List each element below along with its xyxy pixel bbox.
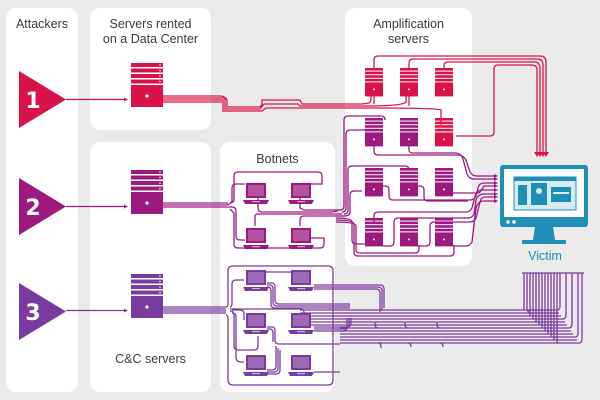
arrowhead-icon	[543, 152, 549, 157]
arrowhead-icon	[494, 199, 498, 203]
attacker-1: 1	[19, 71, 66, 128]
data-center-heading: Servers rented on a Data Center	[90, 17, 211, 47]
cc-servers-heading: C&C servers	[115, 352, 186, 366]
arrowhead-icon	[494, 184, 498, 188]
amplification-heading: Amplification servers	[345, 17, 472, 47]
arrowhead-icon	[494, 177, 498, 181]
amp-server-icon	[435, 68, 453, 97]
botnet-laptop-icon	[288, 313, 314, 334]
victim-label: Victim	[528, 249, 562, 263]
attacker-2-number: 2	[25, 196, 40, 221]
amp-server-icon	[365, 218, 383, 247]
amp-server-icon	[400, 168, 418, 197]
cc-server-3-icon	[131, 274, 163, 318]
arrowhead-icon	[494, 192, 498, 196]
arrowhead-icon	[494, 188, 498, 192]
attacker-1-number: 1	[25, 89, 40, 114]
amp-server-icon	[365, 118, 383, 147]
attacker-2-arrowhead-icon	[124, 204, 128, 209]
attacker-3-number: 3	[25, 301, 40, 326]
attacker-3-triangle-icon	[19, 283, 66, 340]
data-center-heading-line2: on a Data Center	[102, 32, 199, 46]
amplification-heading-line2: servers	[388, 32, 429, 46]
data-center-heading-line1: Servers rented	[109, 17, 192, 31]
rented-server-icon	[131, 63, 163, 107]
amp-server-icon	[435, 218, 453, 247]
attacker-1-arrowhead-icon	[124, 97, 128, 102]
amp-server-icon	[400, 218, 418, 247]
botnet-laptop-icon	[288, 183, 314, 204]
route-1-lines	[163, 55, 547, 152]
amp-server-icon	[365, 68, 383, 97]
botnet-laptop-icon	[243, 270, 269, 291]
botnet-laptop-icon	[243, 183, 269, 204]
botnet-laptop-icon	[288, 228, 314, 249]
amp-server-icon	[400, 68, 418, 97]
amp-server-icon	[400, 118, 418, 147]
attacker-2-triangle-icon	[19, 178, 66, 235]
botnet-laptop-icon	[243, 313, 269, 334]
cc-server-2-icon	[131, 170, 163, 214]
amp-server-icon	[435, 168, 453, 197]
arrowhead-icon	[494, 195, 498, 199]
attackers-heading: Attackers	[15, 17, 69, 31]
attacker-3: 3	[19, 283, 66, 340]
attacker-1-triangle-icon	[19, 71, 66, 128]
amp-server-icon	[435, 118, 453, 147]
arrowhead-icon	[494, 174, 498, 178]
victim-monitor-icon	[500, 165, 588, 244]
arrowhead-icon	[494, 181, 498, 185]
botnet-laptop-icon	[288, 270, 314, 291]
amplification-heading-line1: Amplification	[373, 17, 444, 31]
attacker-2: 2	[19, 178, 66, 235]
botnets-heading: Botnets	[256, 152, 299, 166]
route-3-lines	[163, 265, 584, 386]
botnet-laptop-icon	[243, 228, 269, 249]
attacker-3-arrowhead-icon	[124, 308, 128, 313]
route-2-lines	[163, 115, 494, 257]
botnet-laptop-icon	[243, 355, 269, 376]
route-2-arrowheads	[494, 174, 498, 203]
botnet-laptop-icon	[288, 355, 314, 376]
route-1-arrowheads	[534, 152, 549, 157]
amp-server-icon	[365, 168, 383, 197]
